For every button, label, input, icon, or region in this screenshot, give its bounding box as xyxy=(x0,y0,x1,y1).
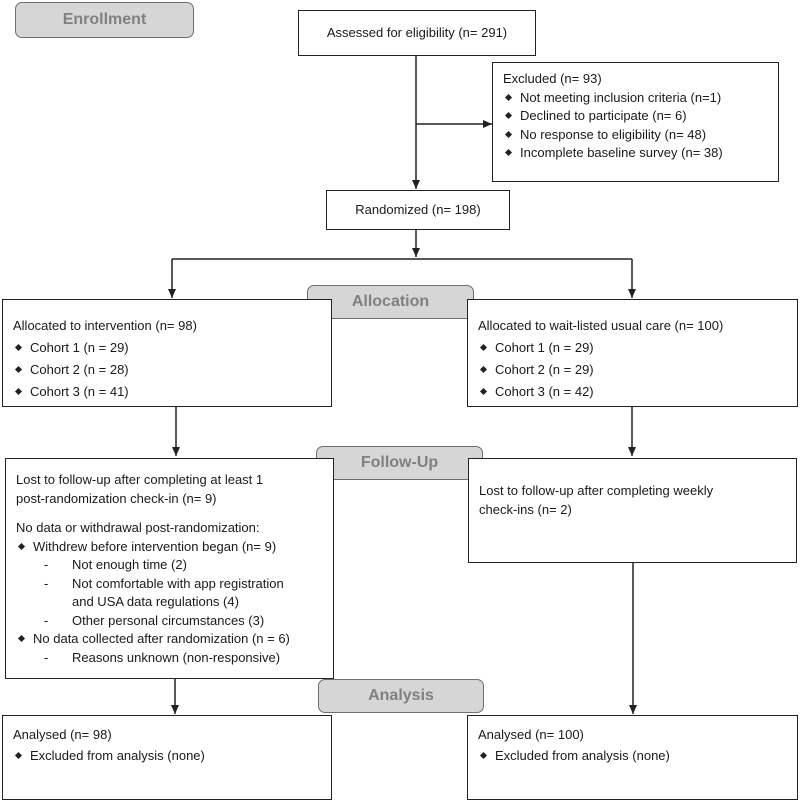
followup-usual-care-line2: check-ins (n= 2) xyxy=(479,502,572,517)
excluded-box: Excluded (n= 93) Not meeting inclusion c… xyxy=(492,62,779,182)
assessed-label: Assessed for eligibility (n= 291) xyxy=(326,25,508,40)
reason-item: -Reasons unknown (non-responsive) xyxy=(44,649,281,665)
bullet-diamond-icon xyxy=(17,634,26,643)
bullet-diamond-icon xyxy=(17,542,26,550)
bullet-diamond-icon xyxy=(504,111,513,120)
cohort-item: Cohort 3 (n = 42) xyxy=(478,381,787,403)
followup-usual-care-line1: Lost to follow-up after completing weekl… xyxy=(479,483,714,498)
lost-followup-line2: post-randomization check-in (n= 9) xyxy=(16,490,217,506)
cohort-item: Cohort 1 (n = 29) xyxy=(478,337,787,359)
assessed-box: Assessed for eligibility (n= 291) xyxy=(298,10,536,56)
stage-allocation: Allocation xyxy=(307,285,474,319)
bullet-diamond-icon xyxy=(14,387,23,396)
randomized-box: Randomized (n= 198) xyxy=(326,190,510,230)
analysis-excluded-item: Excluded from analysis (none) xyxy=(478,745,787,766)
excluded-item: Not meeting inclusion criteria (n=1) xyxy=(503,89,768,108)
cohort-item: Cohort 2 (n = 28) xyxy=(13,359,321,381)
bullet-diamond-icon xyxy=(14,365,23,374)
excluded-item: No response to eligibility (n= 48) xyxy=(503,126,768,145)
excluded-item: Declined to participate (n= 6) xyxy=(503,107,768,126)
alloc-intervention-title: Allocated to intervention (n= 98) xyxy=(13,318,197,333)
analysis-excluded-item: Excluded from analysis (none) xyxy=(13,745,321,766)
analysis-intervention-box: Analysed (n= 98) Excluded from analysis … xyxy=(2,715,332,800)
no-data-item: No data collected after randomization (n… xyxy=(16,630,323,649)
stage-followup: Follow-Up xyxy=(316,446,483,480)
bullet-diamond-icon xyxy=(479,343,488,352)
cohort-item: Cohort 1 (n = 29) xyxy=(13,337,321,359)
bullet-diamond-icon xyxy=(504,93,513,101)
alloc-usual-care-title: Allocated to wait-listed usual care (n= … xyxy=(478,318,724,333)
alloc-usual-care-box: Allocated to wait-listed usual care (n= … xyxy=(467,299,798,407)
reason-item: -Not enough time (2) xyxy=(44,557,187,572)
withdrew-item: Withdrew before intervention began (n= 9… xyxy=(16,538,323,557)
bullet-diamond-icon xyxy=(479,365,488,374)
followup-usual-care-box: Lost to follow-up after completing weekl… xyxy=(468,458,797,563)
alloc-intervention-box: Allocated to intervention (n= 98) Cohort… xyxy=(2,299,332,407)
bullet-diamond-icon xyxy=(14,343,23,352)
reason-item-continued: and USA data regulations (4) xyxy=(72,594,239,609)
excluded-item: Incomplete baseline survey (n= 38) xyxy=(503,144,768,163)
bullet-diamond-icon xyxy=(479,751,488,760)
bullet-diamond-icon xyxy=(504,130,513,138)
reason-item: -Other personal circumstances (3) xyxy=(44,612,265,628)
excluded-title: Excluded (n= 93) xyxy=(503,71,602,86)
cohort-item: Cohort 3 (n = 41) xyxy=(13,381,321,403)
no-data-title: No data or withdrawal post-randomization… xyxy=(16,520,260,535)
bullet-diamond-icon xyxy=(14,751,23,760)
analysis-usual-care-title: Analysed (n= 100) xyxy=(478,727,584,742)
analysis-intervention-title: Analysed (n= 98) xyxy=(13,727,112,742)
reason-item: -Not comfortable with app registration xyxy=(44,575,284,591)
bullet-diamond-icon xyxy=(479,387,488,396)
cohort-item: Cohort 2 (n = 29) xyxy=(478,359,787,381)
followup-intervention-box: Lost to follow-up after completing at le… xyxy=(5,458,334,679)
bullet-diamond-icon xyxy=(504,148,513,157)
lost-followup-line1: Lost to follow-up after completing at le… xyxy=(16,472,264,487)
analysis-usual-care-box: Analysed (n= 100) Excluded from analysis… xyxy=(467,715,798,800)
randomized-label: Randomized (n= 198) xyxy=(355,202,481,217)
stage-analysis: Analysis xyxy=(318,679,484,713)
stage-enrollment: Enrollment xyxy=(15,2,194,38)
